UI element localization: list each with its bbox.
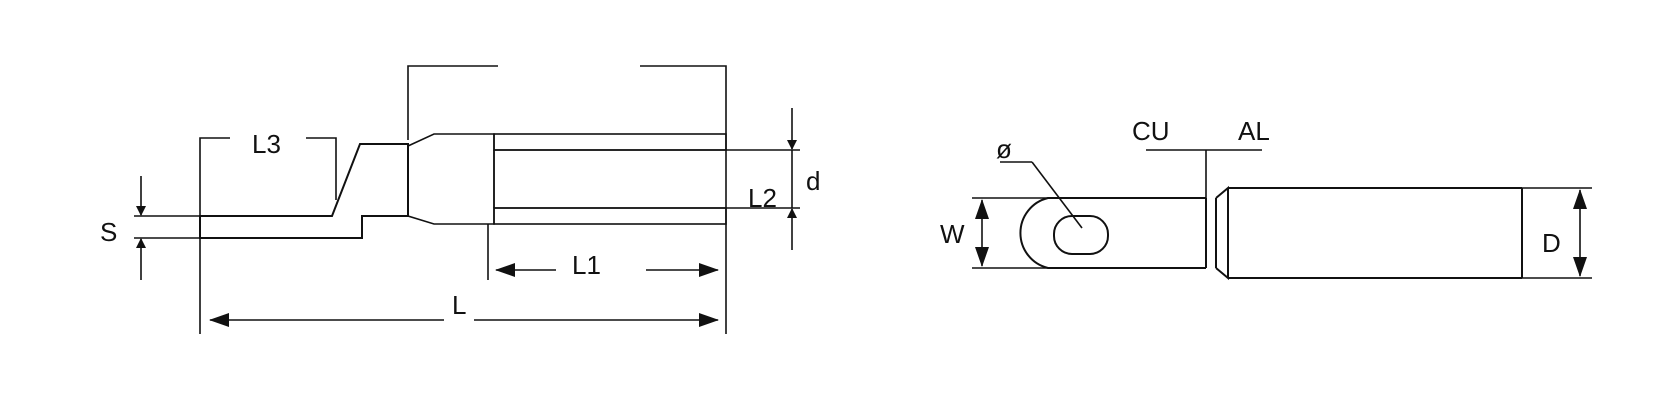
blade-outline [199,143,409,239]
s-label: S [100,217,117,247]
sleeve-top-wall [493,133,727,151]
al-label: AL [1238,116,1270,146]
neck-section [407,133,495,225]
l2-label: L2 [748,183,777,213]
flare-outline [1215,185,1229,281]
palm-outline [1019,197,1206,269]
big-d-label: D [1542,228,1561,258]
sleeve-bottom-wall [493,207,727,225]
top-view: CU AL ø W D [940,116,1592,281]
side-view: L3 S L L1 d L2 [100,65,820,334]
d-small-label: d [806,166,820,196]
top-bracket-left [407,65,498,140]
l1-label: L1 [572,250,601,280]
dia-leader-diagonal [1031,161,1083,229]
l3-label: L3 [252,129,281,159]
cu-label: CU [1132,116,1170,146]
diameter-label: ø [996,134,1012,164]
l3-bracket-left [199,137,230,216]
l-label: L [452,290,466,320]
top-bracket-right [640,65,727,134]
w-label: W [940,219,965,249]
bolt-hole [1053,215,1109,255]
l-label-bg [444,296,474,326]
l3-bracket-right [306,137,337,200]
